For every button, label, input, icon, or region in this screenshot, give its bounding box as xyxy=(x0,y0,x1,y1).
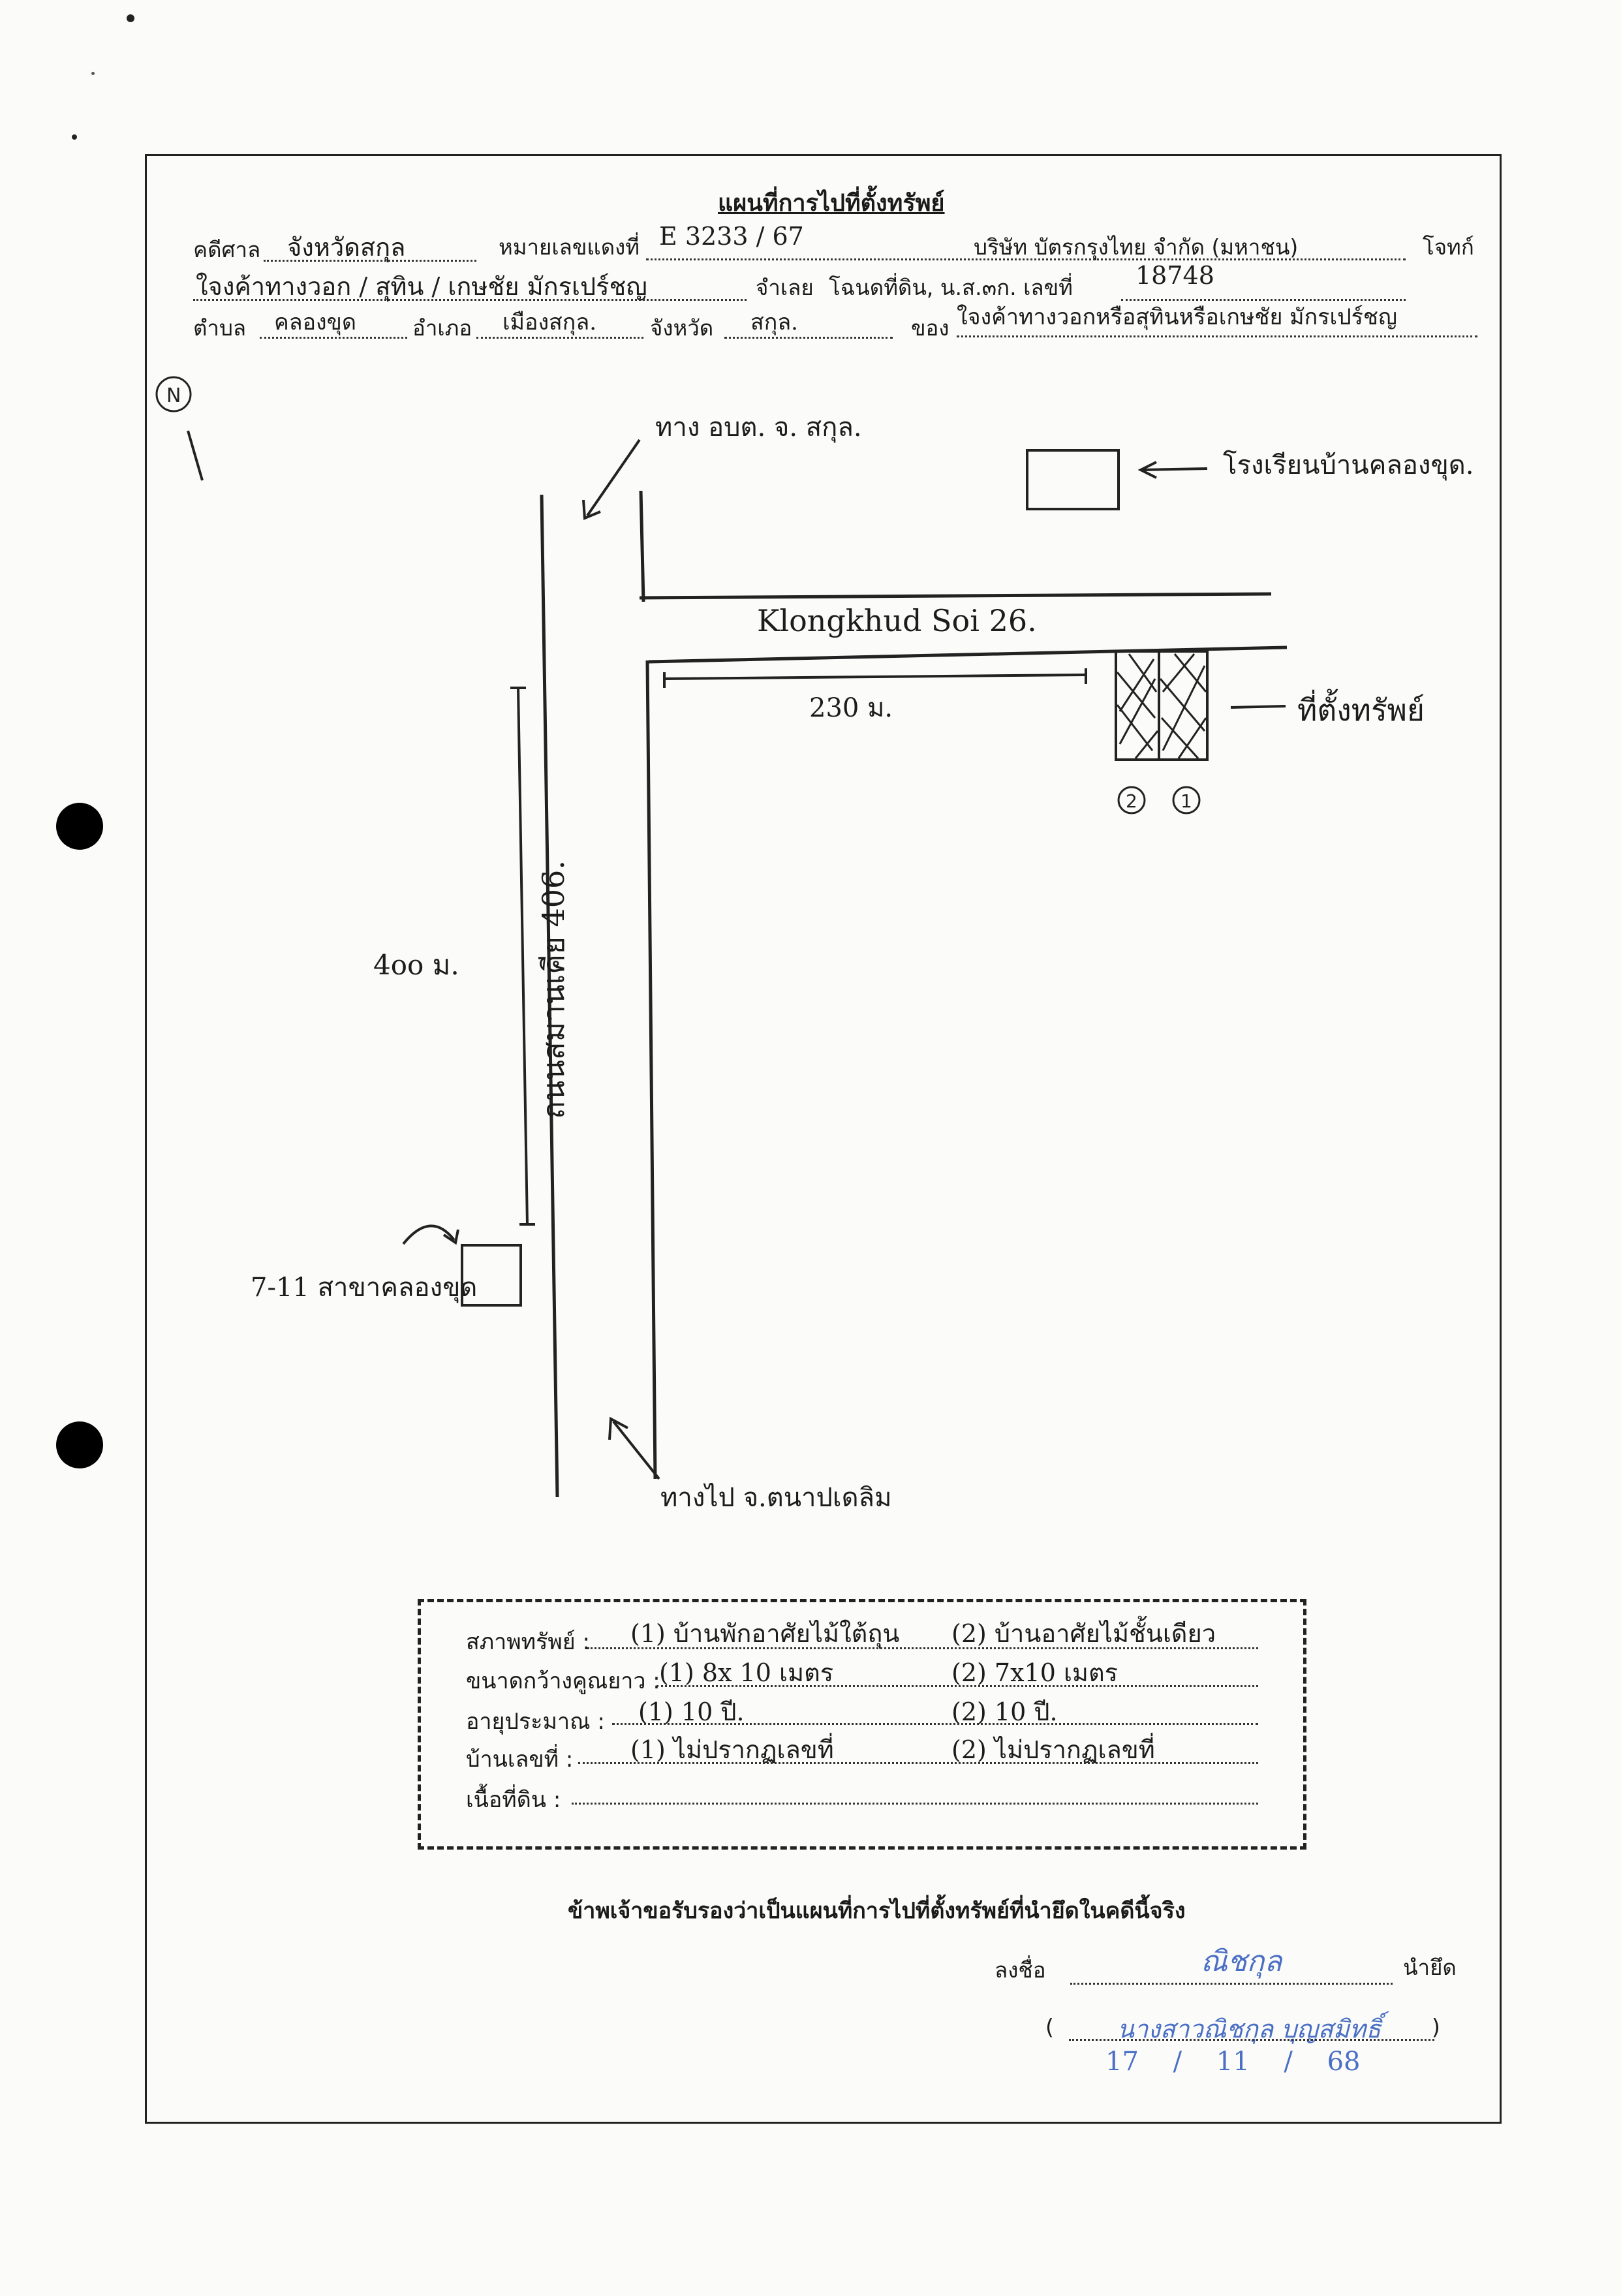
defendant-label: จำเลย xyxy=(756,275,814,300)
deed-label: โฉนดที่ดิน, น.ส.๓ก. เลขที่ xyxy=(829,275,1073,300)
name-dotline xyxy=(1069,2039,1434,2041)
amphoe-value: เมืองสกุล. xyxy=(502,309,597,335)
direction-label: ทางไป จ.ตนาปเดลิม xyxy=(660,1483,892,1513)
property-parcels xyxy=(1115,650,1209,761)
tambon-dotline xyxy=(260,337,407,339)
document-frame xyxy=(145,154,1502,2124)
land-area-label: เนื้อที่ดิน : xyxy=(466,1787,561,1813)
sign-label: ลงชื่อ xyxy=(995,1957,1046,1983)
age-2: (2) 10 ปี. xyxy=(951,1698,1058,1726)
house-no-2: (2) ไม่ปรากฏเลขที่ xyxy=(951,1735,1155,1764)
speck xyxy=(127,14,134,22)
size-1: (1) 8x 10 เมตร xyxy=(659,1658,834,1687)
signature: ณิชกุล xyxy=(1201,1945,1282,1978)
house-no-1: (1) ไม่ปรากฏเลขที่ xyxy=(630,1735,834,1764)
school-arrow xyxy=(1140,467,1208,471)
house-no-dotline xyxy=(578,1762,1258,1764)
plaintiff-label: โจทก์ xyxy=(1423,234,1474,260)
punch-hole-bottom xyxy=(56,1421,103,1468)
school-box xyxy=(1026,449,1120,510)
speck xyxy=(72,134,77,140)
condition-label: สภาพทรัพย์ : xyxy=(466,1629,590,1655)
age-dotline xyxy=(612,1723,1258,1725)
distance-400-label: 4oo ม. xyxy=(373,949,459,981)
defendant-dotline xyxy=(193,299,747,301)
property-label: ที่ตั้งทรัพย์ xyxy=(1297,692,1425,728)
seven-eleven-arrow xyxy=(402,1224,455,1245)
court-dotline xyxy=(264,260,476,262)
school-arrow-head xyxy=(1137,461,1157,479)
soi-road-lower-edge xyxy=(648,645,1288,664)
name-close-paren: ) xyxy=(1432,2014,1440,2040)
condition-2: (2) บ้านอาศัยไม้ชั้นเดียว xyxy=(951,1619,1216,1648)
owner-dotline xyxy=(957,335,1477,337)
owner-label: ของ xyxy=(911,315,949,341)
punch-hole-top xyxy=(56,803,103,850)
province-dotline xyxy=(724,337,893,339)
soi-road-upper-vertical xyxy=(639,490,645,602)
land-area-dotline xyxy=(572,1803,1258,1805)
south-arrow xyxy=(612,1420,660,1480)
case-no-label: หมายเลขแดงที่ xyxy=(499,234,640,260)
case-no-dotline xyxy=(646,258,1406,260)
main-road-edge-left xyxy=(540,494,559,1498)
north-arrow xyxy=(155,376,204,481)
obt-road-label: ทาง อบต. จ. สกุล. xyxy=(655,412,862,442)
court-label: คดีศาล xyxy=(193,237,261,262)
seven-eleven-arrow-head xyxy=(442,1229,459,1245)
dim-400-line xyxy=(517,687,529,1225)
parcel-1-circle xyxy=(1172,786,1201,814)
obt-road-arrow-head xyxy=(582,499,601,520)
seizer-label: นำยึด xyxy=(1403,1955,1457,1980)
obt-road-arrow xyxy=(586,439,641,517)
age-label: อายุประมาณ : xyxy=(466,1709,605,1735)
main-road-label: ถนนสมานเคีย 406. xyxy=(535,860,571,1119)
property-details-box xyxy=(418,1599,1306,1850)
signature-dotline xyxy=(1070,1983,1393,1985)
condition-1: (1) บ้านพักอาศัยไม้ใต้ถุน xyxy=(630,1619,900,1648)
parcel-1-label: 1 xyxy=(1181,790,1192,812)
tambon-value: คลองขุด xyxy=(274,309,356,335)
amphoe-label: อำเภอ xyxy=(412,315,472,341)
court-value: จังหวัดสกุล xyxy=(287,233,406,262)
size-dotline xyxy=(656,1685,1258,1687)
name-open-paren: ( xyxy=(1045,2014,1054,2040)
soi-road-upper-edge xyxy=(639,592,1272,600)
south-arrow-head xyxy=(608,1416,628,1440)
age-1: (1) 10 ปี. xyxy=(638,1698,745,1726)
sign-date: 17 / 11 / 68 xyxy=(1105,2047,1361,2077)
tambon-label: ตำบล xyxy=(193,315,247,341)
owner-value: ใจงค้าทางวอกหรือสุทินหรือเกษชัย มักรเปร์… xyxy=(957,304,1397,330)
document-title: แผนที่การไปที่ตั้งทรัพย์ xyxy=(718,190,945,217)
seizer-name: นางสาวณิชกุล บุญสมิทธิ์ xyxy=(1117,2015,1382,2043)
north-label: N xyxy=(166,384,181,407)
certification-text: ข้าพเจ้าขอรับรองว่าเป็นแผนที่การไปที่ตั้… xyxy=(568,1898,1186,1924)
province-label: จังหวัด xyxy=(650,315,714,341)
condition-dotline xyxy=(587,1647,1258,1649)
dim-230-line xyxy=(664,674,1087,680)
house-no-label: บ้านเลขที่ : xyxy=(466,1746,574,1773)
parcel-2-label: 2 xyxy=(1126,790,1137,812)
case-no-value: E 3233 / 67 xyxy=(659,222,804,251)
defendant-value: ใจงค้าทางวอก / สุทิน / เกษชัย มักรเปร์ชญ xyxy=(196,272,647,301)
province-value: สกุล. xyxy=(750,309,798,335)
speck xyxy=(91,72,95,75)
school-label: โรงเรียนบ้านคลองขุด. xyxy=(1223,450,1474,480)
plaintiff-name: บริษัท บัตรกรุงไทย จำกัด (มหาชน) xyxy=(974,234,1299,260)
amphoe-dotline xyxy=(476,337,643,339)
soi-label: Klongkhud Soi 26. xyxy=(757,603,1037,638)
main-road-edge-right xyxy=(645,660,657,1480)
deed-dotline xyxy=(1121,299,1406,301)
deed-value: 18748 xyxy=(1135,261,1214,290)
property-pointer xyxy=(1230,705,1286,709)
size-2: (2) 7x10 เมตร xyxy=(951,1658,1119,1687)
size-label: ขนาดกว้างคูณยาว : xyxy=(466,1668,660,1694)
seven-eleven-box xyxy=(461,1244,522,1307)
distance-230-label: 230 ม. xyxy=(809,693,893,723)
seven-eleven-label: 7-11 สาขาคลองขุด xyxy=(251,1273,478,1303)
parcel-2-circle xyxy=(1117,786,1146,814)
